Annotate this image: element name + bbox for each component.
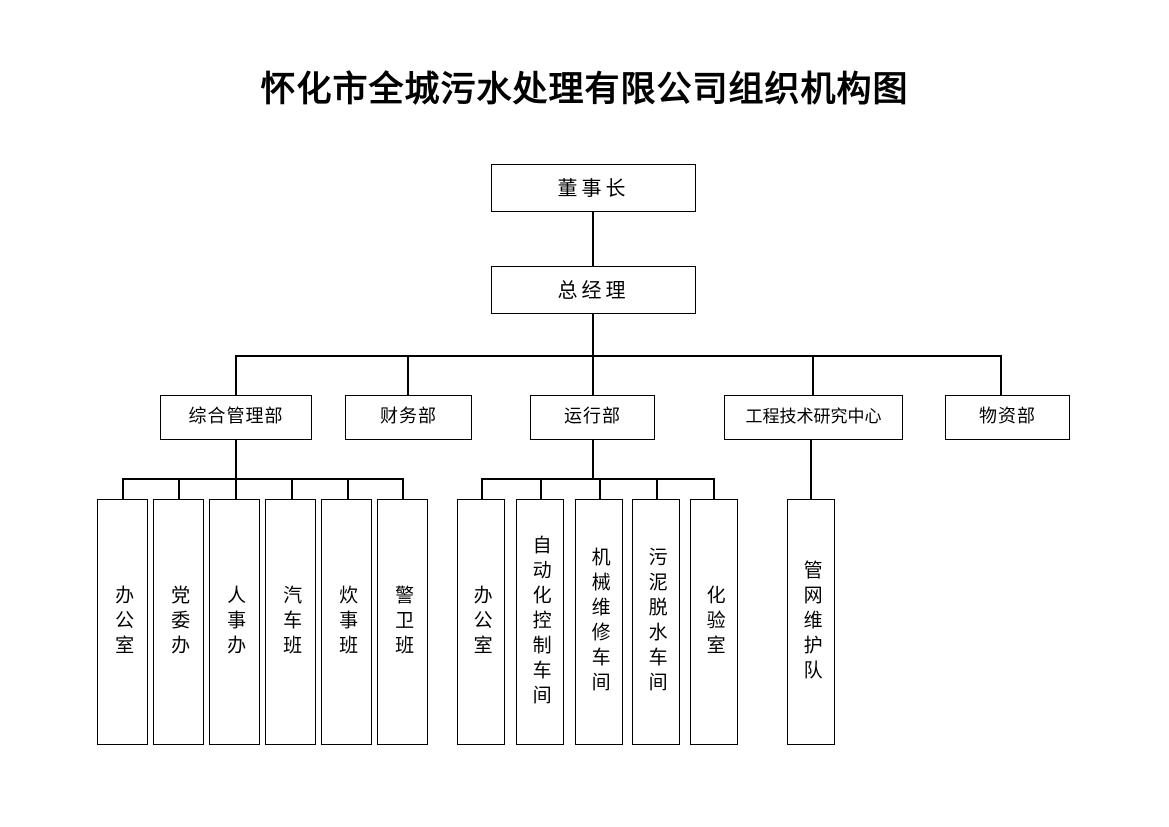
node-dept-finance-label: 财务部 [380, 406, 437, 428]
edge-admin-bus-to-child-6 [402, 478, 404, 500]
edge-chairman-to-gm [592, 212, 594, 266]
node-admin-child-3[interactable]: 人事办 [209, 499, 260, 745]
node-operations-child-2-label: 自动化控制车间 [529, 534, 552, 710]
node-admin-child-2-label: 党委办 [168, 584, 191, 660]
operations-children-bus-line [482, 478, 714, 480]
node-dept-engineering-label: 工程技术研究中心 [745, 406, 882, 427]
node-chairman[interactable]: 董事长 [491, 164, 696, 212]
edge-bus-to-dept-materials [1000, 355, 1002, 395]
node-general-manager[interactable]: 总经理 [491, 266, 696, 314]
node-operations-child-5[interactable]: 化验室 [690, 499, 738, 745]
node-engineering-child-1-label: 管网维护队 [800, 559, 823, 685]
node-admin-child-5[interactable]: 炊事班 [321, 499, 372, 745]
edge-bus-to-dept-engineering [812, 355, 814, 395]
edge-operations-bus-to-child-3 [599, 478, 601, 500]
edge-operations-bus-to-child-2 [540, 478, 542, 500]
edge-admin-bus-to-child-5 [347, 478, 349, 500]
node-dept-admin-label: 综合管理部 [188, 406, 284, 428]
node-dept-admin[interactable]: 综合管理部 [160, 395, 312, 440]
admin-children-bus-line [123, 478, 403, 480]
node-operations-child-3[interactable]: 机械维修车间 [575, 499, 623, 745]
node-admin-child-4-label: 汽车班 [280, 584, 303, 660]
node-admin-child-5-label: 炊事班 [336, 584, 359, 660]
edge-bus-to-dept-admin [235, 355, 237, 395]
edge-bus-to-dept-operations [592, 355, 594, 395]
edge-admin-bus-to-child-4 [291, 478, 293, 500]
node-operations-child-5-label: 化验室 [703, 584, 726, 660]
node-dept-engineering[interactable]: 工程技术研究中心 [724, 395, 903, 440]
node-operations-child-3-label: 机械维修车间 [588, 547, 611, 697]
edge-admin-bus-to-child-2 [178, 478, 180, 500]
edge-admin-bus-to-child-1 [122, 478, 124, 500]
node-operations-child-4[interactable]: 污泥脱水车间 [632, 499, 680, 745]
node-operations-child-1[interactable]: 办公室 [457, 499, 505, 745]
node-dept-operations-label: 运行部 [564, 406, 621, 428]
node-admin-child-6[interactable]: 警卫班 [377, 499, 428, 745]
edge-operations-bus-to-child-5 [713, 478, 715, 500]
edge-gm-stem [592, 314, 594, 356]
edge-dept-admin-stem [235, 440, 237, 479]
node-admin-child-2[interactable]: 党委办 [153, 499, 204, 745]
node-admin-child-4[interactable]: 汽车班 [265, 499, 316, 745]
edge-dept-engineering-stem [810, 440, 812, 500]
node-engineering-child-1[interactable]: 管网维护队 [787, 499, 835, 745]
edge-admin-bus-to-child-3 [235, 478, 237, 500]
node-admin-child-3-label: 人事办 [224, 584, 247, 660]
page-title: 怀化市全城污水处理有限公司组织机构图 [260, 69, 909, 110]
node-general-manager-label: 总经理 [557, 277, 630, 302]
node-admin-child-1[interactable]: 办公室 [97, 499, 148, 745]
node-operations-child-4-label: 污泥脱水车间 [645, 547, 668, 697]
node-dept-materials-label: 物资部 [979, 406, 1036, 428]
edge-dept-operations-stem [592, 440, 594, 479]
node-chairman-label: 董事长 [557, 175, 630, 200]
node-admin-child-6-label: 警卫班 [392, 584, 415, 660]
node-admin-child-1-label: 办公室 [112, 584, 135, 660]
node-dept-materials[interactable]: 物资部 [945, 395, 1070, 440]
node-operations-child-2[interactable]: 自动化控制车间 [516, 499, 564, 745]
node-dept-operations[interactable]: 运行部 [530, 395, 655, 440]
dept-bus-line [236, 355, 1002, 357]
edge-operations-bus-to-child-4 [656, 478, 658, 500]
node-dept-finance[interactable]: 财务部 [345, 395, 472, 440]
node-operations-child-1-label: 办公室 [470, 584, 493, 660]
edge-operations-bus-to-child-1 [481, 478, 483, 500]
edge-bus-to-dept-finance [407, 355, 409, 395]
